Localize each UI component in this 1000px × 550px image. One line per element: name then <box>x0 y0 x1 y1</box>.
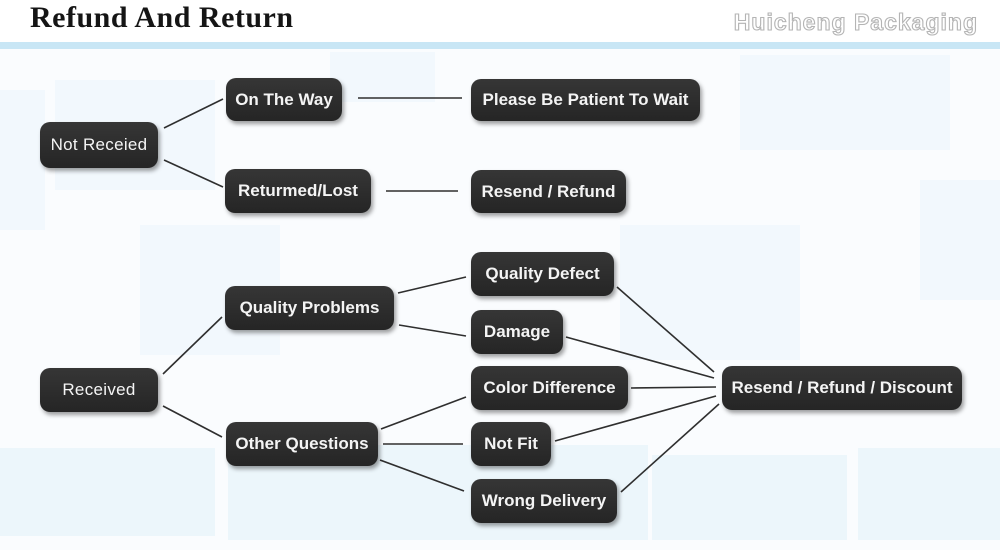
flowchart-node-quality_defect: Quality Defect <box>471 252 614 296</box>
page-title: Refund And Return <box>30 1 294 34</box>
background-tile <box>330 52 435 102</box>
flowchart-node-returmed_lost: Returmed/Lost <box>225 169 371 213</box>
flowchart-node-wrong_delivery: Wrong Delivery <box>471 479 617 523</box>
flowchart-node-please_be_patient: Please Be Patient To Wait <box>471 79 700 121</box>
brand-logo: Huicheng Packaging <box>733 8 978 35</box>
flowchart-node-not_fit: Not Fit <box>471 422 551 466</box>
header-divider <box>0 42 1000 49</box>
flowchart-node-resend_refund: Resend / Refund <box>471 170 626 213</box>
flowchart-node-damage: Damage <box>471 310 563 354</box>
flowchart-node-resend_refund_discount: Resend / Refund / Discount <box>722 366 962 410</box>
flowchart-node-not_receied: Not Receied <box>40 122 158 168</box>
background-tile <box>920 180 1000 300</box>
flowchart-node-other_questions: Other Questions <box>226 422 378 466</box>
flowchart-node-quality_problems: Quality Problems <box>225 286 394 330</box>
background-tile <box>0 90 45 230</box>
background-tile <box>652 455 847 540</box>
flowchart-node-on_the_way: On The Way <box>226 78 342 121</box>
background-tile <box>620 225 800 360</box>
background-tile <box>858 448 1000 540</box>
flowchart-node-received: Received <box>40 368 158 412</box>
header: Refund And Return Huicheng Packaging <box>0 0 1000 42</box>
flowchart-node-color_difference: Color Difference <box>471 366 628 410</box>
background-tile <box>740 55 950 150</box>
background-tile <box>0 448 215 536</box>
